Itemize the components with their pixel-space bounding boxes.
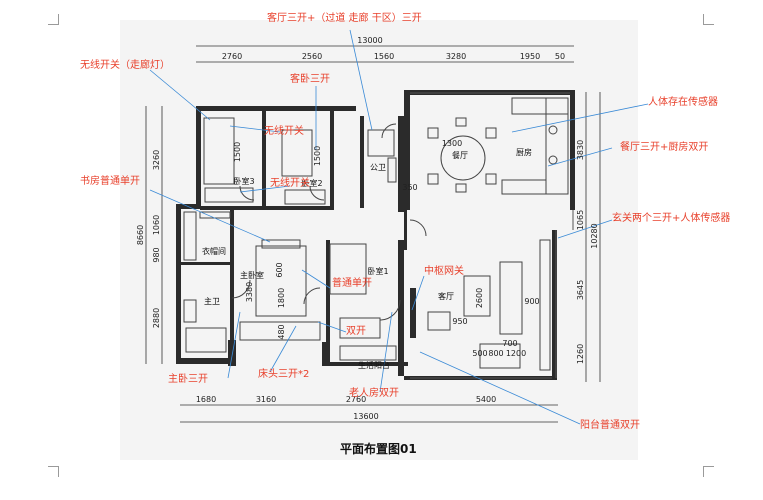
dim-inner: 700: [502, 339, 517, 348]
annotation-elder-room: 老人房双开: [349, 388, 399, 399]
cabinet-bedroom2: [284, 189, 326, 205]
corner-mark: [703, 14, 714, 25]
dim-inner: 1200: [506, 349, 526, 358]
annotation-bedside: 床头三开*2: [258, 369, 310, 380]
annotation-presence-sensor: 人体存在传感器: [648, 97, 718, 108]
annotation-guest-bedroom: 客卧三开: [290, 74, 330, 85]
cabinet-bedroom3: [204, 187, 254, 203]
annotation-living-room-top: 客厅三开+（过道 走廊 干区）三开: [267, 13, 422, 24]
annotation-master-bedroom: 主卧三开: [168, 374, 208, 385]
sofa: [499, 261, 523, 335]
dim-top: 2760: [222, 52, 242, 61]
dim-right: 3645: [576, 280, 585, 300]
dim-bottom-total: 13600: [353, 412, 378, 421]
annotation-entrance: 玄关两个三开+人体传感器: [612, 213, 731, 224]
coffee-table: [463, 275, 491, 317]
annotation-double-switch: 双开: [346, 326, 366, 337]
annotation-wireless-corridor: 无线开关（走廊灯）: [80, 60, 170, 71]
room-label: 卧室1: [367, 266, 388, 276]
dim-inner: 3380: [245, 282, 254, 302]
bed-bedroom2: [281, 129, 313, 177]
dim-inner: 800: [488, 349, 503, 358]
dim-inner: 1300: [442, 139, 462, 148]
room-label: 餐厅: [452, 151, 468, 160]
room-label: 衣帽间: [202, 246, 226, 256]
dim-inner: 480: [277, 324, 286, 339]
window-lines: [410, 92, 574, 379]
dim-inner: 500: [472, 349, 487, 358]
dim-right: 1065: [576, 210, 585, 230]
room-label: 客厅: [438, 291, 454, 301]
dim-right: 3830: [576, 140, 585, 160]
dim-right: 1260: [576, 344, 585, 364]
corner-mark: [703, 466, 714, 477]
dim-left: 2880: [152, 308, 161, 328]
dim-inner: 350: [402, 183, 417, 192]
dim-inner: 1500: [313, 146, 322, 166]
dim-inner: 900: [524, 297, 539, 306]
annotation-wireless-1: 无线开关: [264, 126, 304, 137]
dim-left: 3260: [152, 150, 161, 170]
room-label: 卧室3: [233, 176, 254, 186]
bed-bedroom1: [329, 243, 367, 295]
dim-inner: 1800: [277, 288, 286, 308]
corner-mark: [48, 14, 59, 25]
annotation-balcony: 阳台普通双开: [580, 420, 640, 431]
dim-bottom: 3160: [256, 395, 276, 404]
room-label: 生活阳台: [358, 360, 390, 370]
annotation-plain-single: 普通单开: [332, 278, 372, 289]
dining-table: [440, 135, 486, 181]
dim-left: 980: [152, 247, 161, 262]
dim-bottom: 5400: [476, 395, 496, 404]
annotation-study-single: 书房普通单开: [80, 176, 140, 187]
dim-inner: 600: [275, 262, 284, 277]
annotation-leaders: [149, 29, 649, 425]
annotation-hub-switch: 中枢网关: [424, 266, 464, 277]
dimension-lines: [145, 45, 601, 423]
annotation-dining-kitchen: 餐厅三开+厨房双开: [620, 142, 709, 153]
diagram-caption: 平面布置图01: [340, 442, 417, 456]
bed-master: [255, 245, 307, 317]
corner-mark: [48, 466, 59, 477]
furniture: [183, 97, 569, 371]
room-label: 主卧室: [240, 270, 264, 280]
dim-top: 2560: [302, 52, 322, 61]
dim-bottom: 2760: [346, 395, 366, 404]
room-label: 厨房: [516, 147, 532, 157]
bed-bedroom3: [203, 117, 235, 185]
room-label: 卧室2: [301, 178, 322, 188]
dim-top: 1950: [520, 52, 540, 61]
dim-inner: 950: [452, 317, 467, 326]
room-labels: 卧室3 卧室2 公卫 餐厅 厨房 衣帽间 主卫 主卧室 卧室1 客厅 生活阳台: [202, 147, 532, 370]
annotation-wireless-2: 无线开关: [270, 178, 310, 189]
dim-left: 1060: [152, 215, 161, 235]
dim-bottom: 1680: [196, 395, 216, 404]
dim-top: 50: [555, 52, 565, 61]
dim-top: 3280: [446, 52, 466, 61]
dim-right-total: 10280: [590, 223, 599, 248]
dimension-texts: 13000 2760 2560 1560 3280 1950 50 1680 3…: [136, 36, 599, 421]
room-label: 主卫: [204, 296, 220, 306]
dim-top: 1560: [374, 52, 394, 61]
room-label: 公卫: [370, 163, 386, 172]
dim-top-total: 13000: [357, 36, 382, 45]
dim-left-total: 8660: [136, 225, 145, 245]
dim-inner: 2600: [475, 288, 484, 308]
dim-inner: 1500: [233, 142, 242, 162]
